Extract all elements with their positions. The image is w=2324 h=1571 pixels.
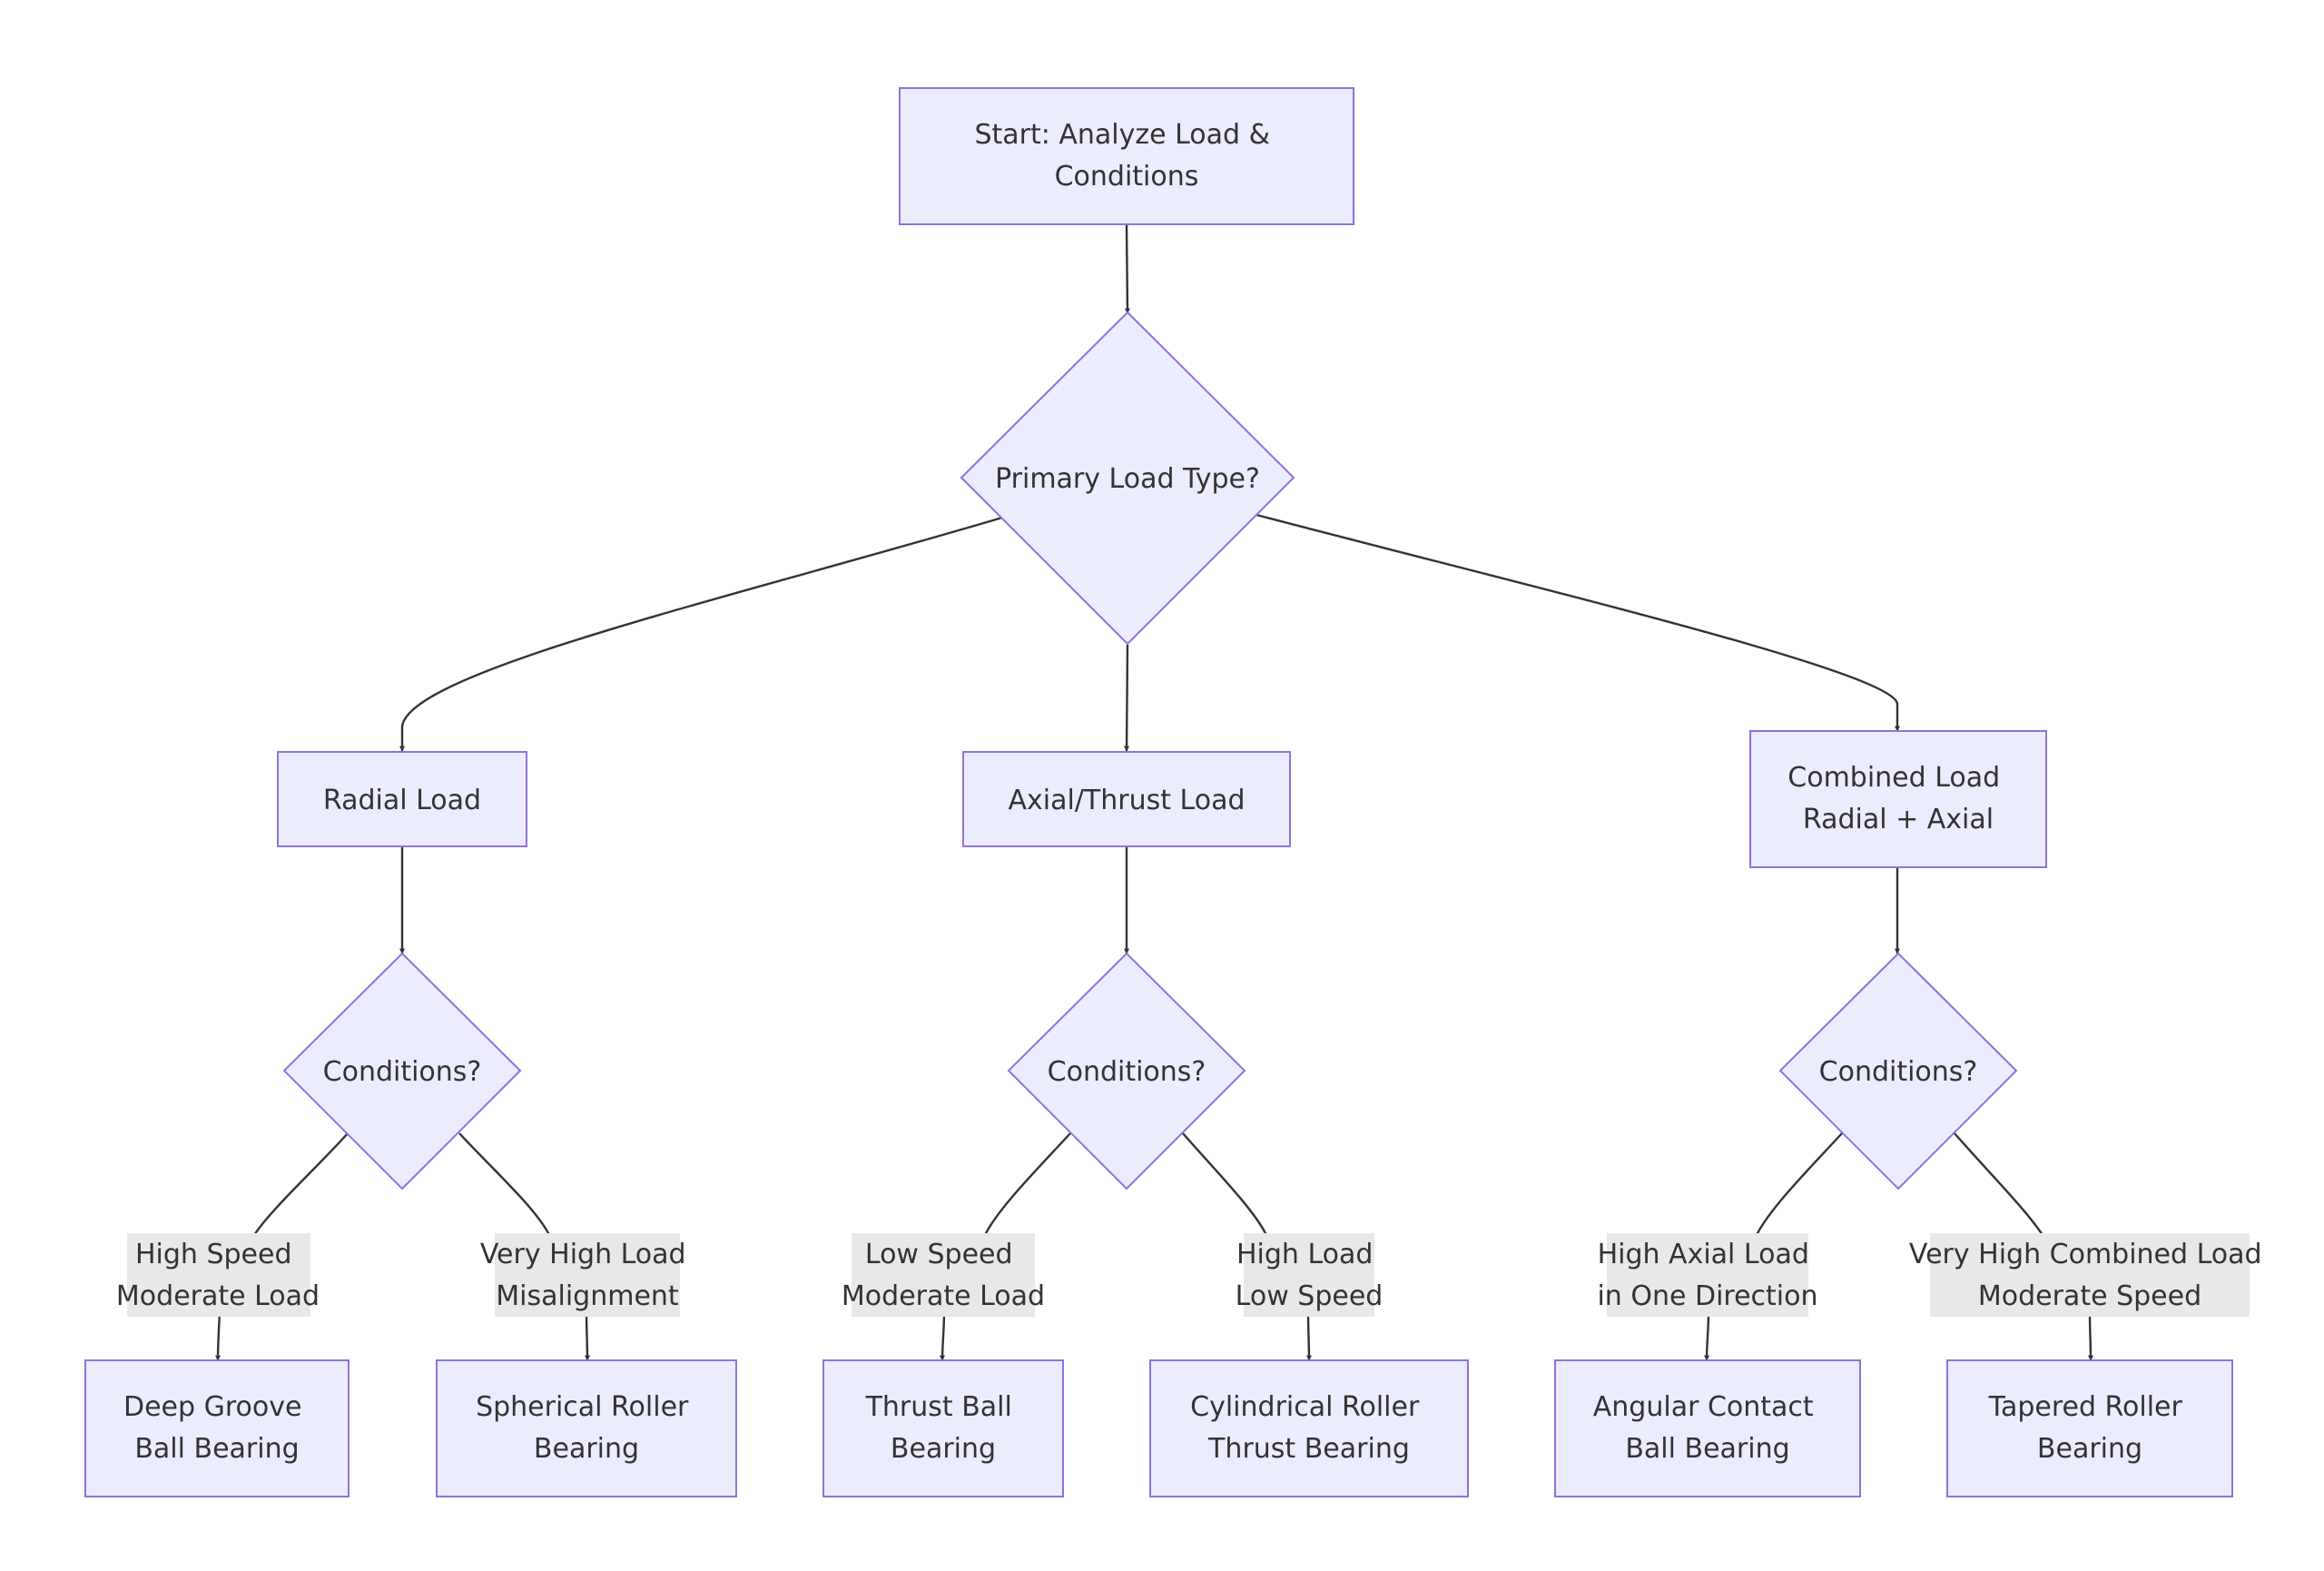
edge-label-text: High Axial Load in One Direction bbox=[1597, 1239, 1817, 1312]
node-radial-load[interactable]: Radial Load bbox=[277, 751, 527, 847]
edge-label-text: Very High Combined Load Moderate Speed bbox=[1909, 1239, 2270, 1312]
node-label: Conditions? bbox=[1048, 1056, 1206, 1088]
node-deep-groove-ball-bearing[interactable]: Deep Groove Ball Bearing bbox=[84, 1359, 350, 1497]
node-label: Combined Load Radial + Axial bbox=[1787, 762, 2008, 835]
node-axial-thrust-load[interactable]: Axial/Thrust Load bbox=[962, 751, 1291, 847]
nodes: Start: Analyze Load & Conditions Primary… bbox=[84, 87, 2233, 1497]
node-label: Radial Load bbox=[323, 785, 481, 816]
node-spherical-roller-bearing[interactable]: Spherical Roller Bearing bbox=[436, 1359, 737, 1497]
edge-label-very-high-load: Very High Load Misalignment bbox=[480, 1233, 694, 1317]
node-label: Angular Contact Ball Bearing bbox=[1593, 1391, 1822, 1465]
edge-start-to-primary bbox=[1124, 224, 1130, 314]
node-label: Spherical Roller Bearing bbox=[476, 1391, 697, 1465]
edge-primary-to-axial bbox=[1124, 644, 1130, 752]
node-combined-load[interactable]: Combined Load Radial + Axial bbox=[1749, 730, 2047, 868]
node-label: Conditions? bbox=[1819, 1056, 1978, 1088]
node-label: Thrust Ball Bearing bbox=[865, 1391, 1021, 1465]
node-start[interactable]: Start: Analyze Load & Conditions bbox=[899, 87, 1354, 225]
node-angular-contact-ball-bearing[interactable]: Angular Contact Ball Bearing bbox=[1554, 1359, 1861, 1497]
edge-labels: High Speed Moderate Load Very High Load … bbox=[116, 1233, 2270, 1317]
node-primary-load-type-decision[interactable]: Primary Load Type? bbox=[960, 311, 1295, 646]
edge-label-text: High Load Low Speed bbox=[1236, 1239, 1384, 1312]
node-label: Primary Load Type? bbox=[995, 463, 1260, 495]
edge-label-high-load: High Load Low Speed bbox=[1236, 1233, 1384, 1317]
node-conditions-axial-decision[interactable]: Conditions? bbox=[1007, 952, 1246, 1191]
node-label: Conditions? bbox=[323, 1056, 482, 1088]
edge-label-very-high-combined: Very High Combined Load Moderate Speed bbox=[1909, 1233, 2270, 1317]
edge-label-low-speed: Low Speed Moderate Load bbox=[842, 1233, 1045, 1317]
node-cylindrical-roller-thrust-bearing[interactable]: Cylindrical Roller Thrust Bearing bbox=[1149, 1359, 1469, 1497]
edge-label-text: Low Speed Moderate Load bbox=[842, 1239, 1045, 1312]
node-tapered-roller-bearing[interactable]: Tapered Roller Bearing bbox=[1946, 1359, 2233, 1497]
node-thrust-ball-bearing[interactable]: Thrust Ball Bearing bbox=[822, 1359, 1064, 1497]
node-label: Deep Groove Ball Bearing bbox=[123, 1391, 310, 1465]
node-conditions-radial-decision[interactable]: Conditions? bbox=[282, 952, 522, 1191]
edge-label-text: High Speed Moderate Load bbox=[116, 1239, 320, 1312]
edge-label-high-speed: High Speed Moderate Load bbox=[116, 1233, 320, 1317]
edge-primary-to-radial bbox=[399, 516, 1003, 752]
node-label: Start: Analyze Load & Conditions bbox=[974, 119, 1278, 193]
node-conditions-combined-decision[interactable]: Conditions? bbox=[1778, 952, 2018, 1191]
edge-label-text: Very High Load Misalignment bbox=[480, 1239, 694, 1312]
node-label: Tapered Roller Bearing bbox=[1988, 1391, 2191, 1465]
node-label: Axial/Thrust Load bbox=[1008, 785, 1245, 816]
edge-label-high-axial: High Axial Load in One Direction bbox=[1597, 1233, 1818, 1317]
node-label: Cylindrical Roller Thrust Bearing bbox=[1190, 1391, 1428, 1465]
edge-primary-to-combined bbox=[1256, 513, 1900, 732]
